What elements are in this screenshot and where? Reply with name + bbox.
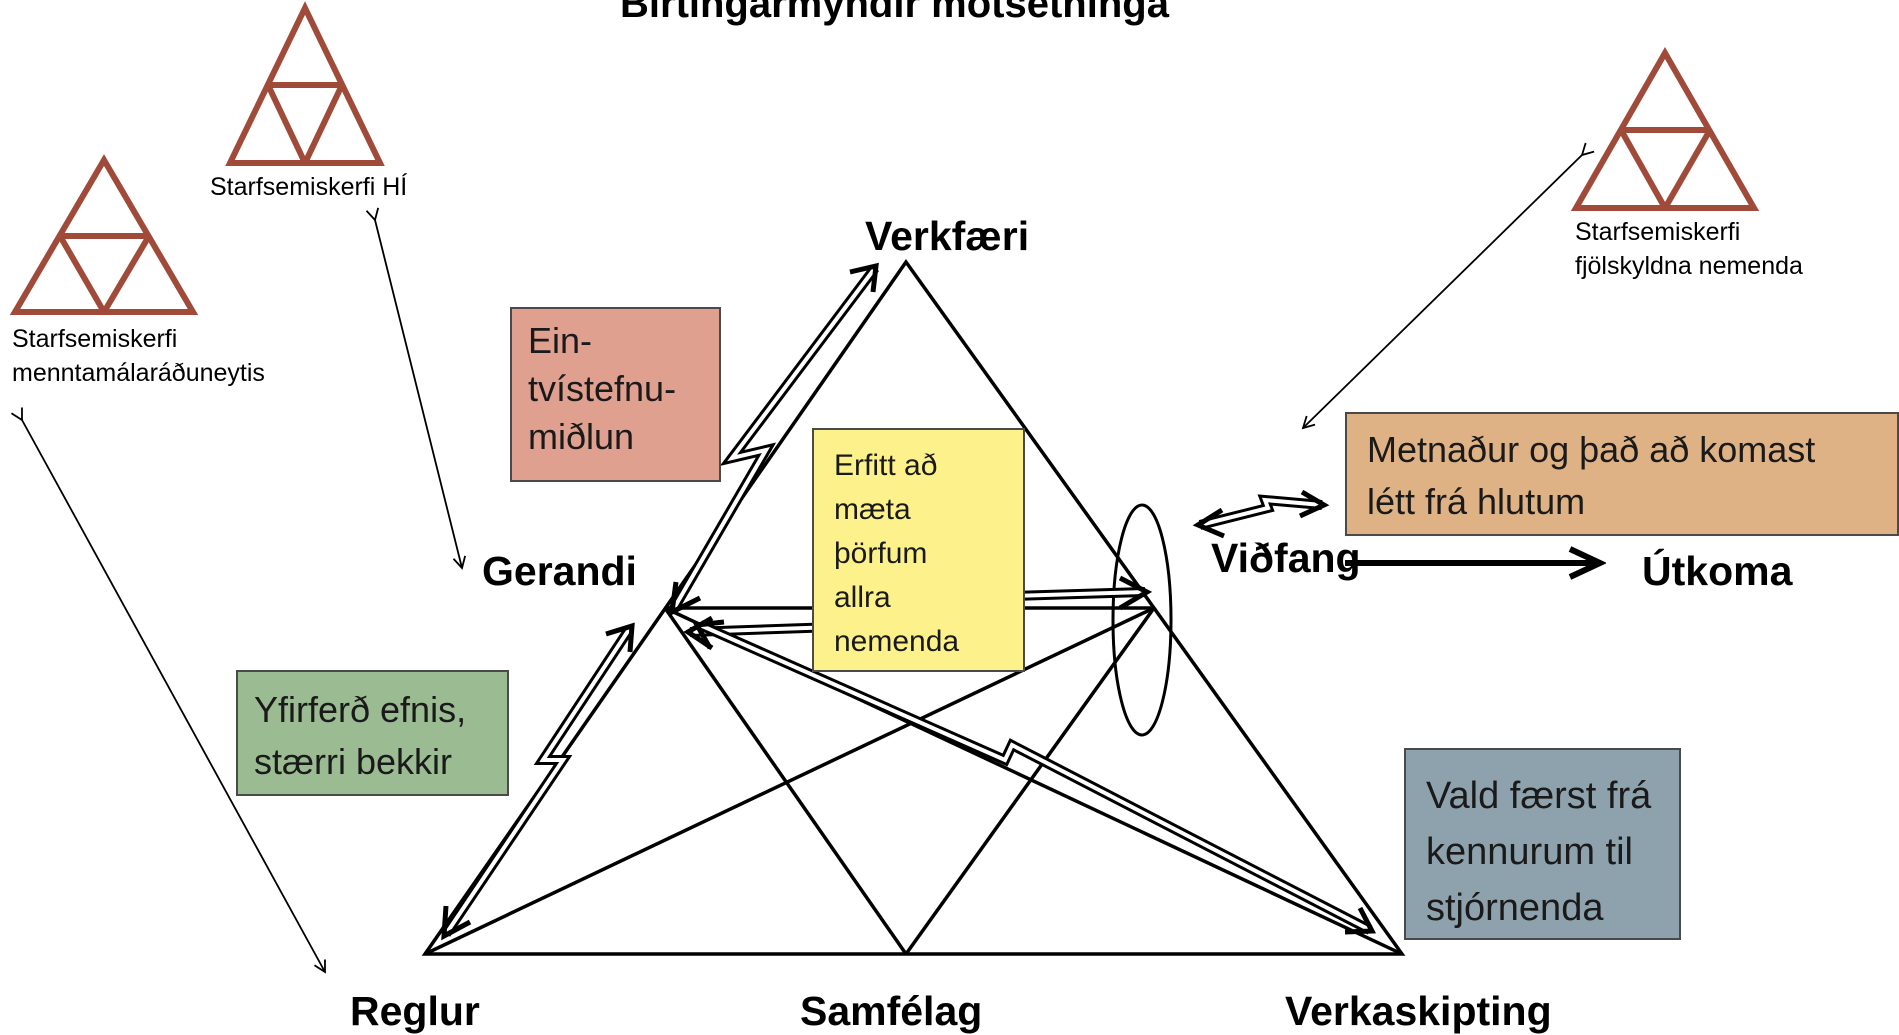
mini-triangle-hi	[225, 1, 385, 166]
system-ministry-label: Starfsemiskerfi menntamálaráðuneytis	[12, 322, 265, 390]
system-ministry-line1: Starfsemiskerfi	[12, 325, 178, 353]
node-subject-label: Gerandi	[482, 548, 637, 594]
lightning-subject-division	[692, 619, 1377, 935]
node-community-label: Samfélag	[800, 988, 983, 1034]
system-families-label: Starfsemiskerfi fjölskyldna nemenda	[1575, 215, 1803, 283]
arrow-ministry-to-rules	[10, 407, 326, 974]
lightning-object-outcome-side	[1192, 489, 1330, 539]
arrow-hi-to-subject	[365, 207, 467, 570]
mini-triangle-families	[1570, 46, 1760, 211]
node-object-label: Viðfang	[1211, 535, 1361, 581]
system-families-line1: Starfsemiskerfi	[1575, 218, 1741, 246]
diagram-title: Birtingarmyndir mótsetninga	[620, 0, 1169, 26]
contradiction-box-orange: Metnaður og það að komast létt frá hlutu…	[1345, 412, 1899, 536]
contradiction-box-yellow: Erfitt að mæta þörfum allra nemenda	[812, 428, 1025, 672]
node-rules-label: Reglur	[350, 988, 480, 1034]
system-families-line2: fjölskyldna nemenda	[1575, 252, 1803, 280]
contradiction-box-green: Yfirferð efnis, stærri bekkir	[236, 670, 509, 796]
object-ellipse	[1111, 503, 1173, 737]
mini-triangle-ministry	[9, 154, 199, 315]
lightning-rules-subject	[441, 622, 635, 941]
system-ministry-line2: menntamálaráðuneytis	[12, 359, 265, 387]
lightning-tool-subject	[668, 262, 879, 617]
arrow-families-to-object	[1301, 142, 1595, 430]
node-division-label: Verkaskipting	[1285, 988, 1552, 1034]
system-hi-label: Starfsemiskerfi HÍ	[210, 173, 408, 201]
connector-arrows	[10, 142, 1595, 974]
node-outcome-label: Útkoma	[1642, 548, 1793, 594]
contradiction-box-red: Ein- tvístefnu- miðlun	[510, 307, 721, 482]
lightning-arrows	[441, 262, 1377, 941]
contradiction-box-slate: Vald færst frá kennurum til stjórnenda	[1404, 748, 1681, 940]
node-tool-label: Verkfæri	[865, 213, 1030, 259]
